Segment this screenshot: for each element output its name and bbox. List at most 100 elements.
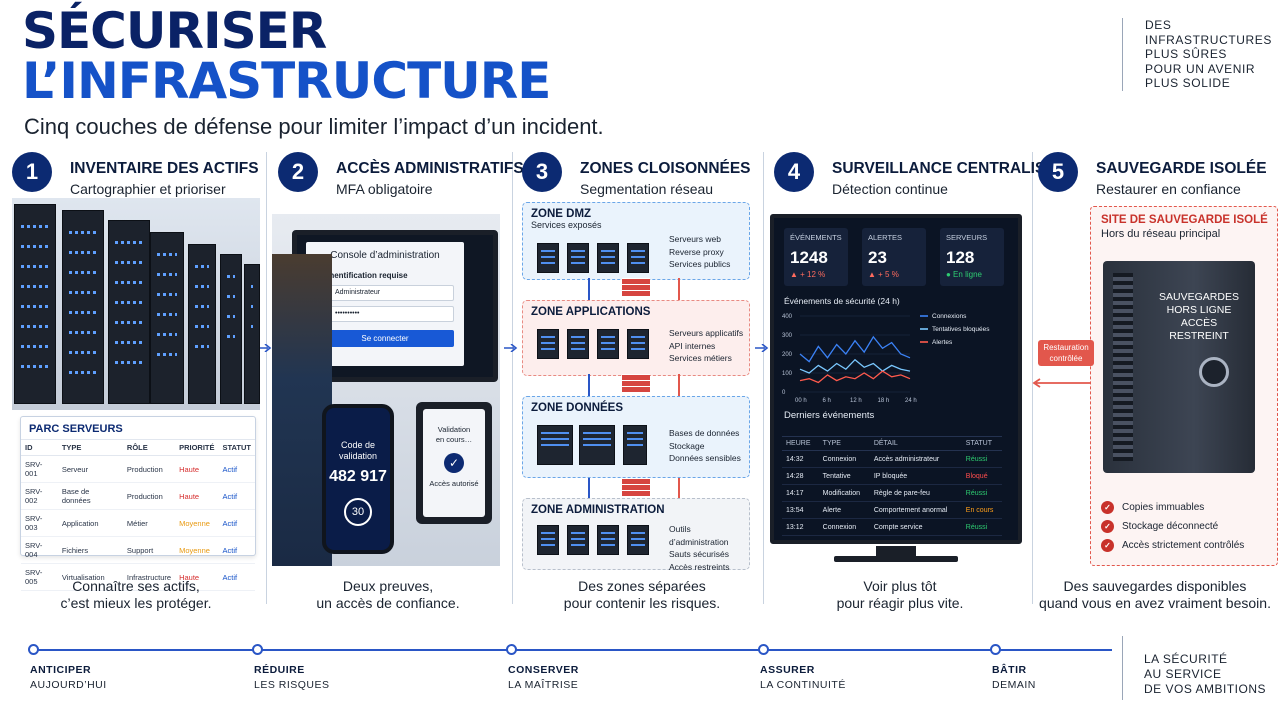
zone-items: Outils d’administration Sauts sécurisés … bbox=[669, 523, 749, 573]
milestone-sub: LA MAÎTRISE bbox=[508, 679, 579, 691]
table-cell: Production bbox=[122, 455, 176, 483]
tagline-line: PLUS SÛRES bbox=[1145, 47, 1228, 61]
table-cell: Métier bbox=[122, 509, 176, 537]
firewall-icon bbox=[622, 478, 650, 496]
restore-line: Restauration bbox=[1043, 343, 1089, 352]
connect-button[interactable]: Se connecter bbox=[316, 330, 454, 347]
step-subtitle: Cartographier et prioriser bbox=[70, 181, 226, 197]
caption-line: Voir plus tôt bbox=[863, 578, 937, 594]
table-cell: Base de données bbox=[57, 482, 123, 510]
zone-title: ZONE DONNÉES bbox=[531, 402, 624, 414]
isolated-backup-site: SITE DE SAUVEGARDE ISOLÉ Hors du réseau … bbox=[1090, 206, 1278, 566]
table-cell: SRV-004 bbox=[21, 536, 58, 564]
feature-label: Accès strictement contrôlés bbox=[1122, 540, 1245, 551]
caption-line: pour réagir plus vite. bbox=[836, 595, 964, 611]
server-icon bbox=[537, 525, 559, 555]
server-icon bbox=[567, 525, 589, 555]
table-cell: Compte service bbox=[869, 518, 962, 536]
column-header: ID bbox=[21, 439, 58, 456]
storage-icon bbox=[623, 425, 647, 465]
table-cell: SRV-005 bbox=[21, 563, 58, 591]
table-cell: Réussi bbox=[961, 484, 1002, 502]
firewall-icon bbox=[622, 278, 650, 296]
table-cell: Fichiers bbox=[57, 536, 123, 564]
y-tick-label: 400 bbox=[782, 314, 793, 320]
step-subtitle: MFA obligatoire bbox=[336, 181, 433, 197]
vault-label: SAUVEGARDES HORS LIGNE ACCÈS RESTREINT bbox=[1151, 291, 1247, 343]
table-cell: SRV-003 bbox=[21, 509, 58, 537]
check-icon: ✓ bbox=[1101, 539, 1114, 552]
tablet-text: Validation bbox=[437, 425, 471, 434]
milestone-title: BÂTIR bbox=[992, 664, 1027, 676]
server-icon bbox=[627, 243, 649, 273]
backup-feature: ✓ Accès strictement contrôlés bbox=[1101, 539, 1244, 552]
password-value: •••••••••• bbox=[335, 310, 360, 317]
x-tick-label: 6 h bbox=[823, 398, 831, 404]
arrow-up-icon bbox=[678, 374, 680, 396]
column-divider bbox=[512, 152, 513, 604]
storage-icon bbox=[537, 425, 573, 465]
step-caption: Des sauvegardes disponibles quand vous e… bbox=[1030, 578, 1280, 612]
kpi-servers: SERVEURS 128 ● En ligne bbox=[940, 228, 1004, 286]
step-network-zones: 3 ZONES CLOISONNÉES Segmentation réseau … bbox=[518, 148, 766, 611]
chart-title: Événements de sécurité (24 h) bbox=[784, 296, 900, 306]
access-granted-text: Accès autorisé bbox=[429, 479, 479, 488]
table-cell: Actif bbox=[218, 509, 255, 537]
kpi-label: ÉVÉNEMENTS bbox=[790, 233, 842, 242]
table-cell: Support bbox=[122, 536, 176, 564]
milestone-title: CONSERVER bbox=[508, 664, 579, 676]
tagline-line: POUR UN AVENIR bbox=[1145, 61, 1256, 76]
caption-line: Des zones séparées bbox=[578, 578, 706, 594]
table-cell: Bloqué bbox=[961, 467, 1002, 485]
series-line-0 bbox=[799, 335, 911, 363]
tablet-text: en cours… bbox=[435, 435, 473, 444]
footer-tagline-line: DE VOS AMBITIONS bbox=[1144, 682, 1267, 696]
vault-vent bbox=[1113, 273, 1133, 461]
milestone-sub: LES RISQUES bbox=[254, 679, 330, 691]
admin-console-window: Console d’administration Authentificatio… bbox=[306, 242, 464, 366]
zone-items: Serveurs applicatifs API internes Servic… bbox=[669, 327, 743, 365]
table-cell: Modification bbox=[818, 484, 870, 502]
kpi-label: ALERTES bbox=[868, 233, 903, 242]
server-icon bbox=[627, 329, 649, 359]
zone-item: Serveurs web bbox=[669, 234, 721, 244]
table-cell: SRV-002 bbox=[21, 482, 58, 510]
column-header: STATUT bbox=[961, 436, 1002, 451]
zone-item: Reverse proxy bbox=[669, 246, 724, 257]
table-cell: IP bloquée bbox=[869, 467, 962, 485]
step-caption: Des zones séparées pour contenir les ris… bbox=[518, 578, 766, 612]
table-cell: Production bbox=[122, 482, 176, 510]
arrow-up-icon bbox=[678, 478, 680, 500]
page-subtitle: Cinq couches de défense pour limiter l’i… bbox=[24, 114, 604, 139]
step-number-badge: 3 bbox=[522, 152, 562, 192]
password-field[interactable]: •••••••••• bbox=[316, 306, 454, 322]
kpi-delta: ▲ + 12 % bbox=[790, 270, 826, 279]
table-cell: Alerte bbox=[818, 501, 870, 519]
y-tick-label: 100 bbox=[782, 371, 793, 377]
timer-badge: 30 bbox=[344, 498, 372, 526]
step-subtitle: Restaurer en confiance bbox=[1096, 181, 1241, 197]
arrow-up-icon bbox=[678, 278, 680, 300]
vault-label-line: SAUVEGARDES bbox=[1159, 291, 1239, 303]
step-title: ZONES CLOISONNÉES bbox=[580, 160, 751, 177]
footer-tagline-line: AU SERVICE bbox=[1144, 667, 1222, 681]
server-icon bbox=[567, 243, 589, 273]
zone-items: Serveurs web Reverse proxy Services publ… bbox=[669, 233, 730, 271]
username-field[interactable]: Administrateur bbox=[316, 285, 454, 301]
tagline-line: PLUS SOLIDE bbox=[1145, 76, 1231, 90]
legend-label: Alertes bbox=[932, 339, 953, 346]
table-cell: SRV-001 bbox=[21, 455, 58, 483]
caption-line: pour contenir les risques. bbox=[563, 595, 721, 611]
step-title: SURVEILLANCE CENTRALISÉE bbox=[832, 160, 1066, 177]
table-cell: Règle de pare-feu bbox=[869, 484, 962, 502]
zone-item: Stockage bbox=[669, 440, 705, 451]
backup-title: SITE DE SAUVEGARDE ISOLÉ bbox=[1101, 214, 1268, 226]
server-icon bbox=[627, 525, 649, 555]
server-icon bbox=[597, 329, 619, 359]
